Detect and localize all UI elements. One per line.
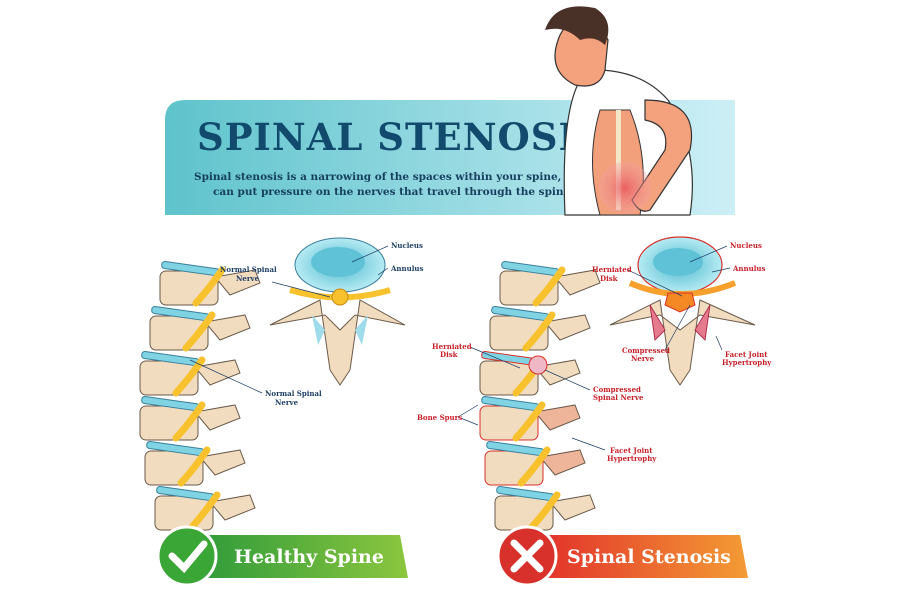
spinous-process xyxy=(549,494,596,521)
stenosis-leader-lines xyxy=(457,245,731,451)
spinal-stenosis-label: Spinal Stenosis xyxy=(567,546,731,568)
label-compressed-nerve-2: Nerve xyxy=(631,354,655,363)
label-compressed-nerve-1: Compressed xyxy=(622,346,670,355)
spinal-nerve xyxy=(192,266,226,307)
label-herniated-top-2: Disk xyxy=(600,274,618,283)
spinal-nerve xyxy=(182,311,216,352)
person-back-pain-illustration xyxy=(545,6,693,216)
healthy-vertebra-top-view xyxy=(269,237,406,386)
spinous-process xyxy=(544,314,591,341)
label-facet-top-1: Facet Joint xyxy=(725,350,768,359)
healthy-spine-badge: Healthy Spine xyxy=(156,525,408,587)
healthy-leader-lines xyxy=(189,245,389,394)
label-normal-nerve-side-1: Normal Spinal xyxy=(265,389,322,398)
label-normal-nerve-top-1: Normal Spinal xyxy=(220,265,277,274)
herniated-disk xyxy=(528,355,548,375)
spinal-nerve xyxy=(172,356,206,397)
label-herniated-side-2: Disk xyxy=(440,350,458,359)
spinous-process xyxy=(539,449,586,476)
label-compressed-spinal-1: Compressed xyxy=(593,385,641,394)
x-mark-icon xyxy=(510,539,544,573)
spinous-process xyxy=(209,494,256,521)
label-herniated-top-1: Herniated xyxy=(592,265,632,274)
spinous-process xyxy=(534,404,581,431)
spinal-nerve xyxy=(517,446,551,487)
spinous-process xyxy=(554,269,601,296)
spinous-process xyxy=(214,269,261,296)
label-nucleus-stenosis: Nucleus xyxy=(730,241,762,250)
label-annulus-stenosis: Annulus xyxy=(732,264,765,273)
label-annulus-healthy: Annulus xyxy=(390,264,423,273)
label-normal-nerve-top-2: Nerve xyxy=(236,274,260,283)
spinous-process xyxy=(199,449,246,476)
label-normal-nerve-side-2: Nerve xyxy=(275,398,299,407)
label-compressed-spinal-2: Spinal Nerve xyxy=(593,393,644,402)
spinal-nerve xyxy=(527,491,561,532)
disc-nucleus xyxy=(653,248,703,276)
healthy-spine-label: Healthy Spine xyxy=(234,546,384,568)
subtitle-line-1: Spinal stenosis is a narrowing of the sp… xyxy=(194,171,600,183)
label-facet-side-2: Hypertrophy xyxy=(607,454,657,463)
spinous-process xyxy=(194,404,241,431)
checkmark-icon xyxy=(168,540,208,574)
label-bone-spurs: Bone Spurs xyxy=(417,413,462,422)
page-title: SPINAL STENOSIS xyxy=(197,115,605,159)
subtitle-line-2: can put pressure on the nerves that trav… xyxy=(213,186,574,198)
spinal-nerve xyxy=(512,401,546,442)
healthy-spine-side-view xyxy=(139,260,261,532)
label-herniated-side-1: Herniated xyxy=(432,342,472,351)
label-facet-side-1: Facet Joint xyxy=(610,446,653,455)
label-facet-top-2: Hypertrophy xyxy=(722,358,772,367)
spinal-nerve xyxy=(172,401,206,442)
stenosis-spine-side-view xyxy=(479,260,601,532)
spinal-nerve xyxy=(177,446,211,487)
label-nucleus-healthy: Nucleus xyxy=(391,241,423,250)
pain-highlight xyxy=(599,162,651,214)
stenosis-vertebra-top-view xyxy=(609,236,756,386)
spinal-stenosis-badge: Spinal Stenosis xyxy=(496,525,748,587)
spinous-process xyxy=(204,314,251,341)
spinal-nerve xyxy=(187,491,221,532)
disc-nucleus xyxy=(311,247,365,277)
spinal-nerve xyxy=(532,266,566,307)
spinal-nerve xyxy=(522,311,556,352)
